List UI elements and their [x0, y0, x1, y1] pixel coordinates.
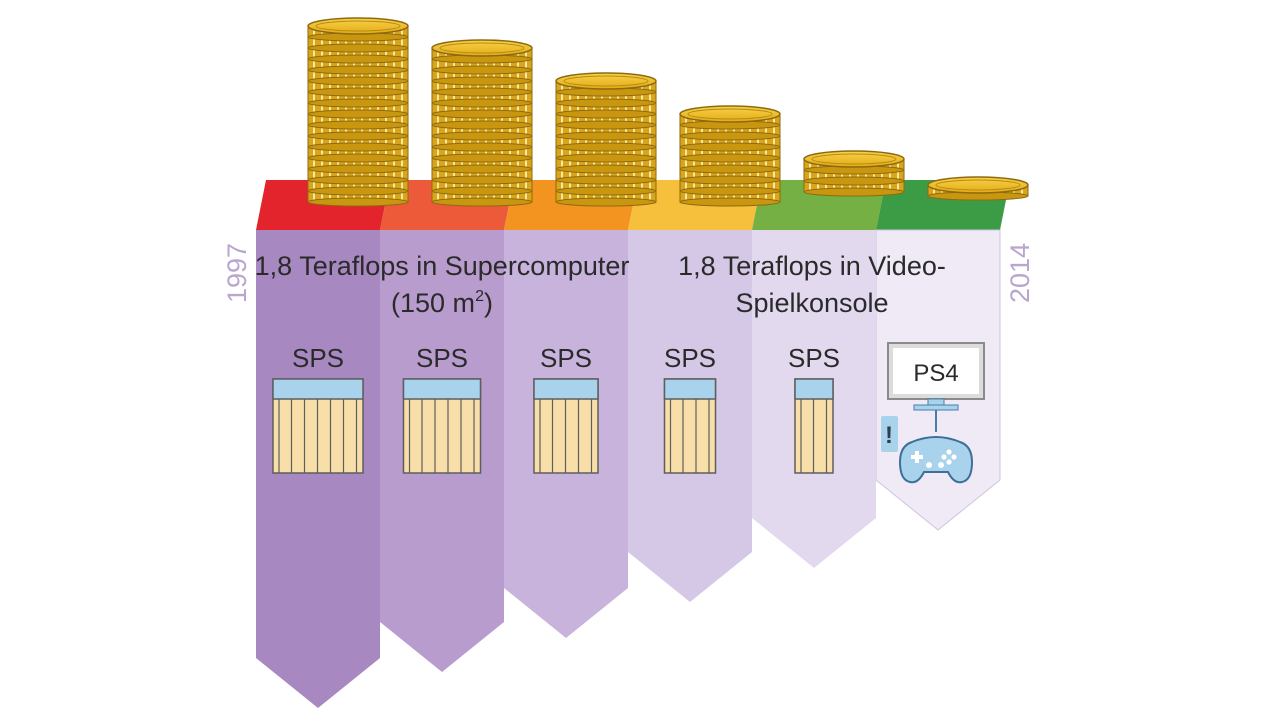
coin-stack-5: [803, 150, 905, 197]
caption-area-value: (150 m: [391, 288, 475, 318]
caption-console-line1: 1,8 Teraflops in Video-: [678, 251, 946, 281]
server-rack-2: [402, 378, 482, 474]
coin-stack-3: [555, 72, 657, 207]
coin-stack-6: [927, 176, 1029, 201]
caption-area-superscript: 2: [475, 288, 484, 305]
monitor-base: [913, 404, 959, 411]
server-rack-1: [272, 378, 364, 474]
sps-label-4: SPS: [664, 343, 716, 373]
sps-label-2: SPS: [416, 343, 468, 373]
exclamation-badge: [881, 416, 898, 452]
caption-supercomputer-line2: (150 m2): [391, 288, 493, 318]
monitor-label: PS4: [913, 360, 958, 387]
year-start-label: 1997: [222, 243, 252, 303]
exclamation-icon: !: [885, 422, 893, 449]
caption-supercomputer-line1: 1,8 Teraflops in Supercomputer: [255, 251, 630, 281]
column-labels: SPS SPS SPS SPS SPS: [292, 343, 840, 373]
server-rack-3: [533, 378, 599, 474]
gamepad-icon: [898, 436, 974, 484]
monitor-screen: [893, 348, 979, 394]
caption-console-line2: Spielkonsole: [735, 288, 888, 318]
coin-stack-4: [679, 105, 781, 207]
coin-stack-1: [307, 17, 409, 207]
sps-label-1: SPS: [292, 343, 344, 373]
sps-label-3: SPS: [540, 343, 592, 373]
coin-stack-2: [431, 39, 533, 207]
server-racks: [272, 378, 834, 474]
year-end-label: 2014: [1005, 243, 1035, 303]
ps4-console-illustration: PS4 !: [881, 342, 985, 484]
server-rack-4: [663, 378, 717, 474]
sps-label-5: SPS: [788, 343, 840, 373]
coin-stacks: [307, 17, 1029, 207]
server-rack-5: [794, 378, 834, 474]
caption-area-close: ): [484, 288, 493, 318]
